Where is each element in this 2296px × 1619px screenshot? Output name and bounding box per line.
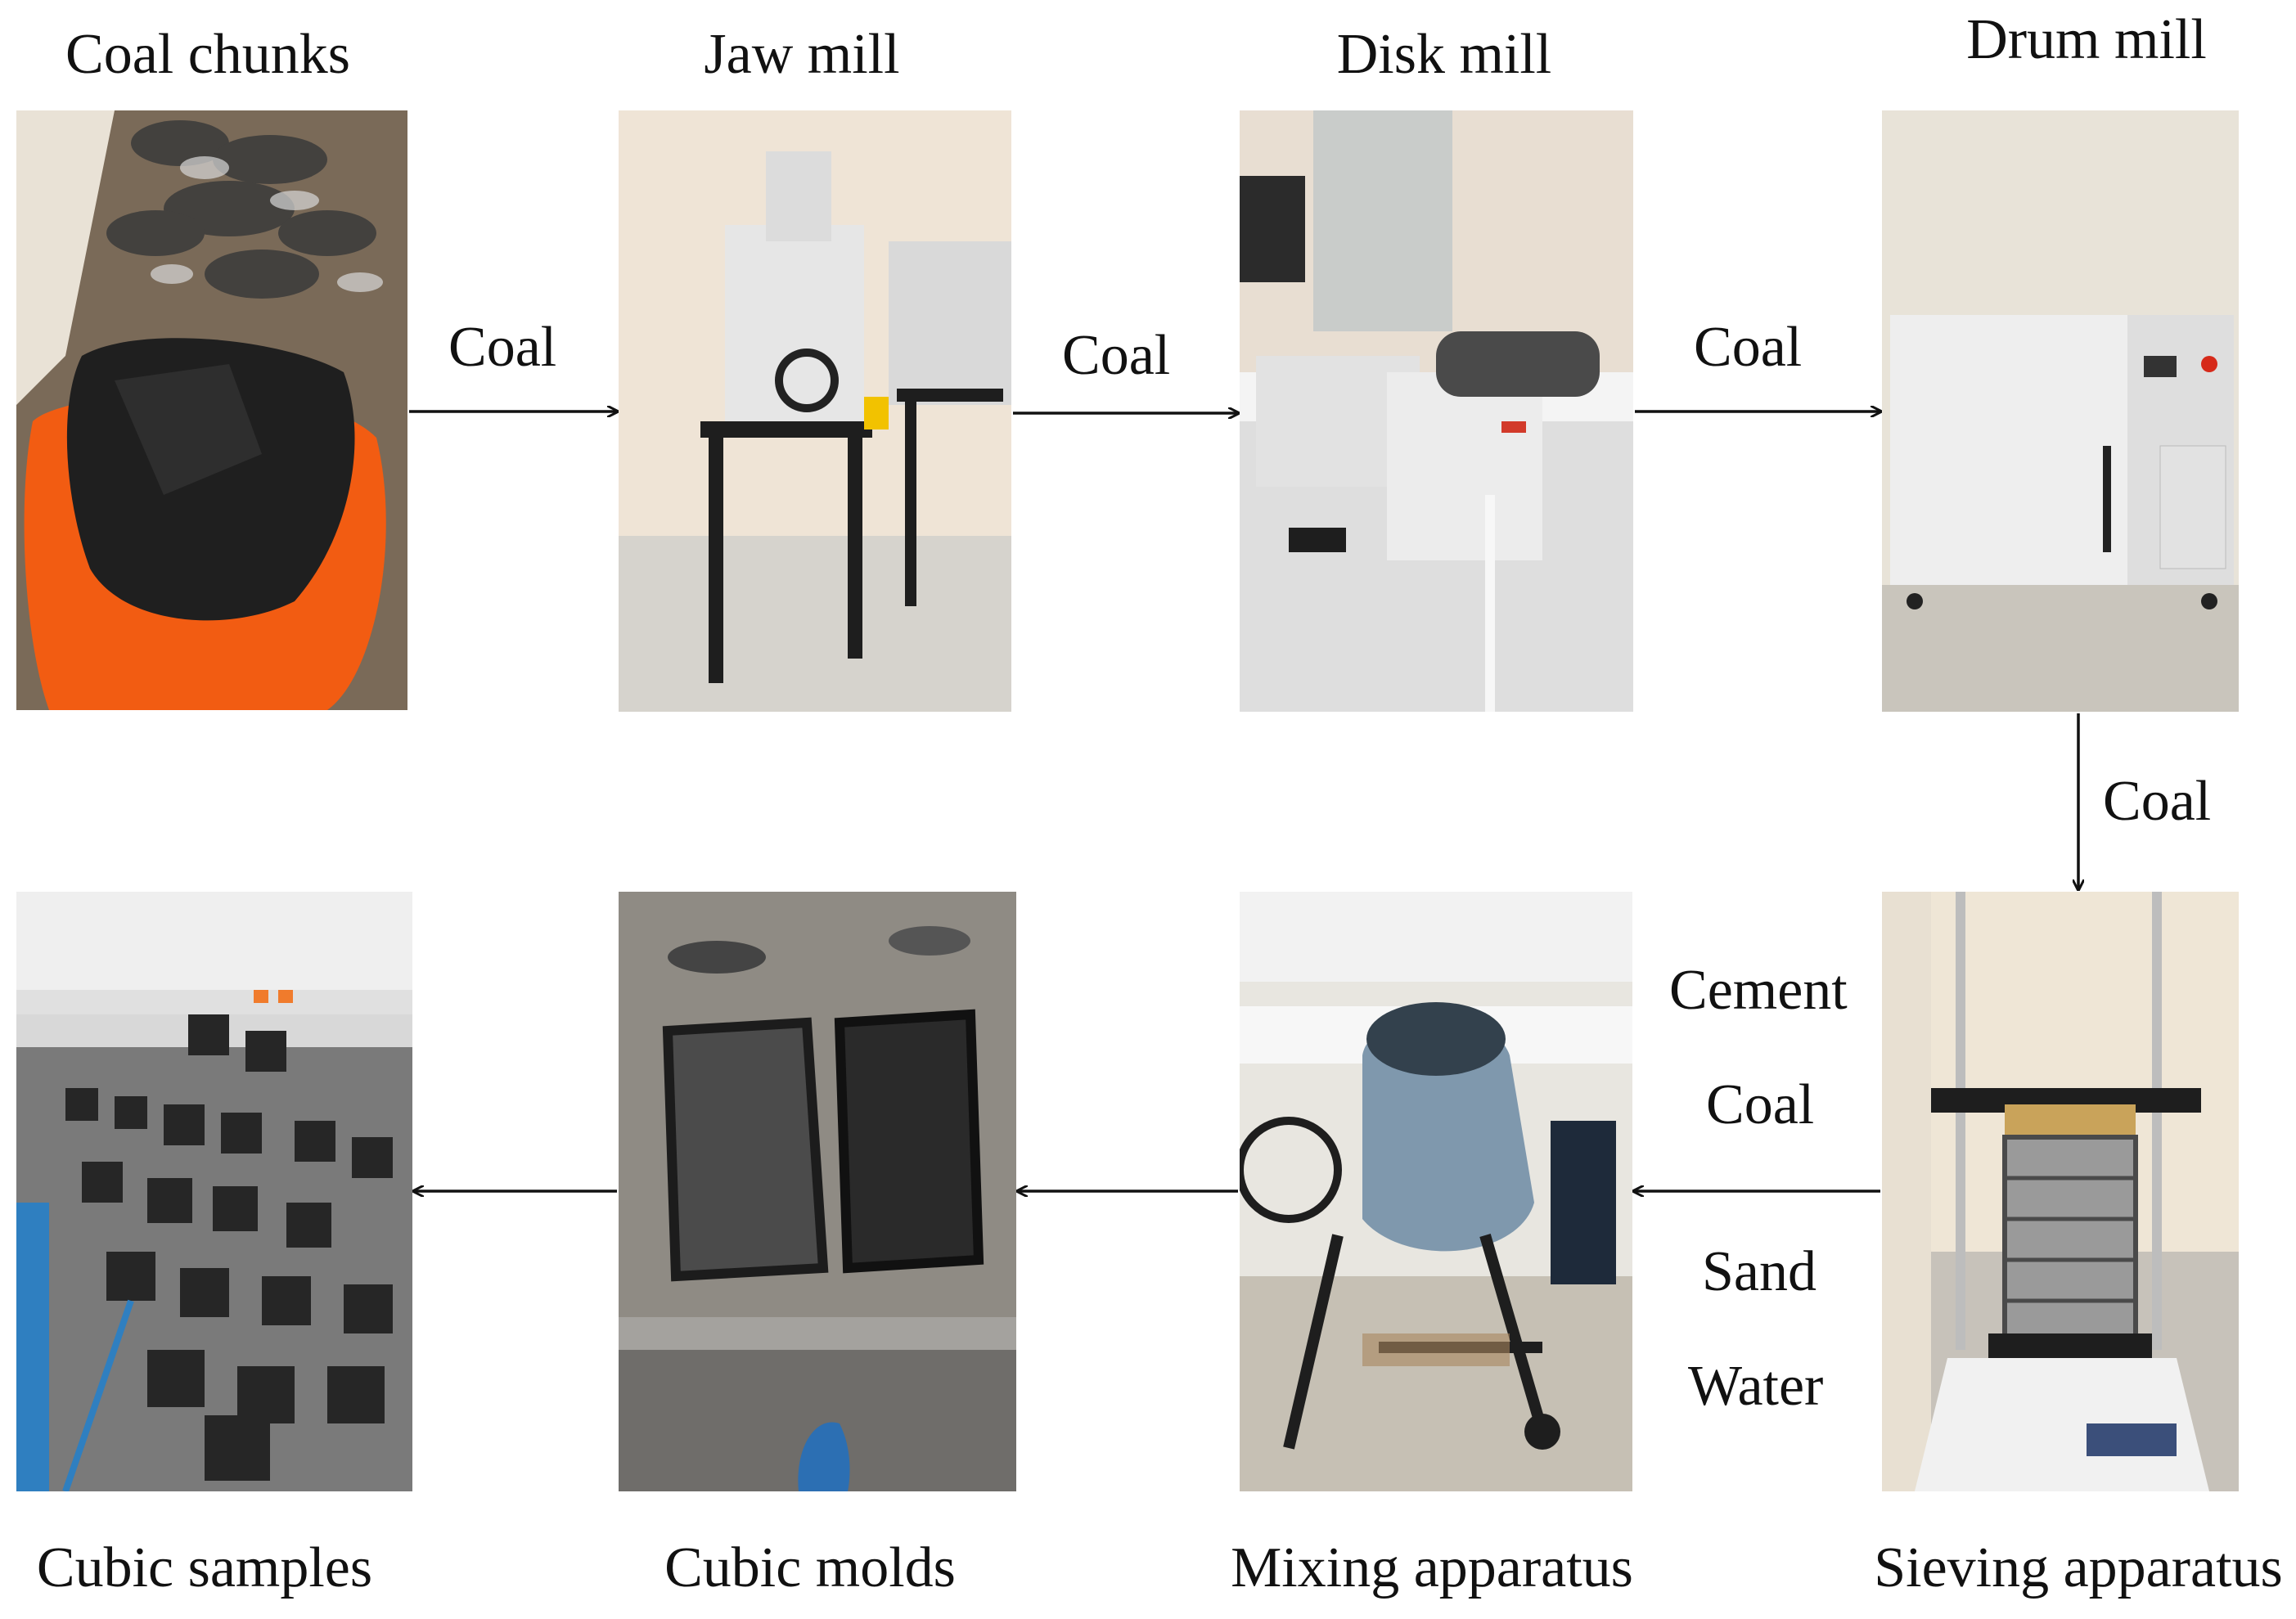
drum-mill-photo <box>1882 110 2239 712</box>
title-jaw-mill: Jaw mill <box>704 23 900 86</box>
flow-label-jaw-to-disk: Coal <box>1062 324 1171 387</box>
mix-input-coal: Coal <box>1706 1073 1815 1136</box>
mix-input-water: Water <box>1688 1355 1824 1418</box>
disk-mill-photo <box>1240 110 1633 712</box>
sieving-apparatus-photo <box>1882 892 2239 1491</box>
flow-label-chunks-to-jaw: Coal <box>448 316 557 379</box>
title-sieving-apparatus: Sieving apparatus <box>1874 1536 2283 1599</box>
mix-input-cement: Cement <box>1669 959 1848 1022</box>
mixing-apparatus-photo <box>1240 892 1632 1491</box>
coal-chunks-photo <box>16 110 407 710</box>
title-cubic-samples: Cubic samples <box>36 1536 373 1599</box>
title-mixing-apparatus: Mixing apparatus <box>1231 1536 1633 1599</box>
title-cubic-molds: Cubic molds <box>664 1536 956 1599</box>
title-drum-mill: Drum mill <box>1966 8 2207 71</box>
title-disk-mill: Disk mill <box>1336 23 1552 86</box>
flow-label-disk-to-drum: Coal <box>1694 316 1803 379</box>
jaw-mill-photo <box>619 110 1011 712</box>
title-coal-chunks: Coal chunks <box>65 23 351 86</box>
mix-input-sand: Sand <box>1702 1240 1817 1303</box>
cubic-molds-photo <box>619 892 1016 1491</box>
cubic-samples-photo <box>16 892 412 1491</box>
flow-label-drum-to-sieve: Coal <box>2103 770 2212 833</box>
